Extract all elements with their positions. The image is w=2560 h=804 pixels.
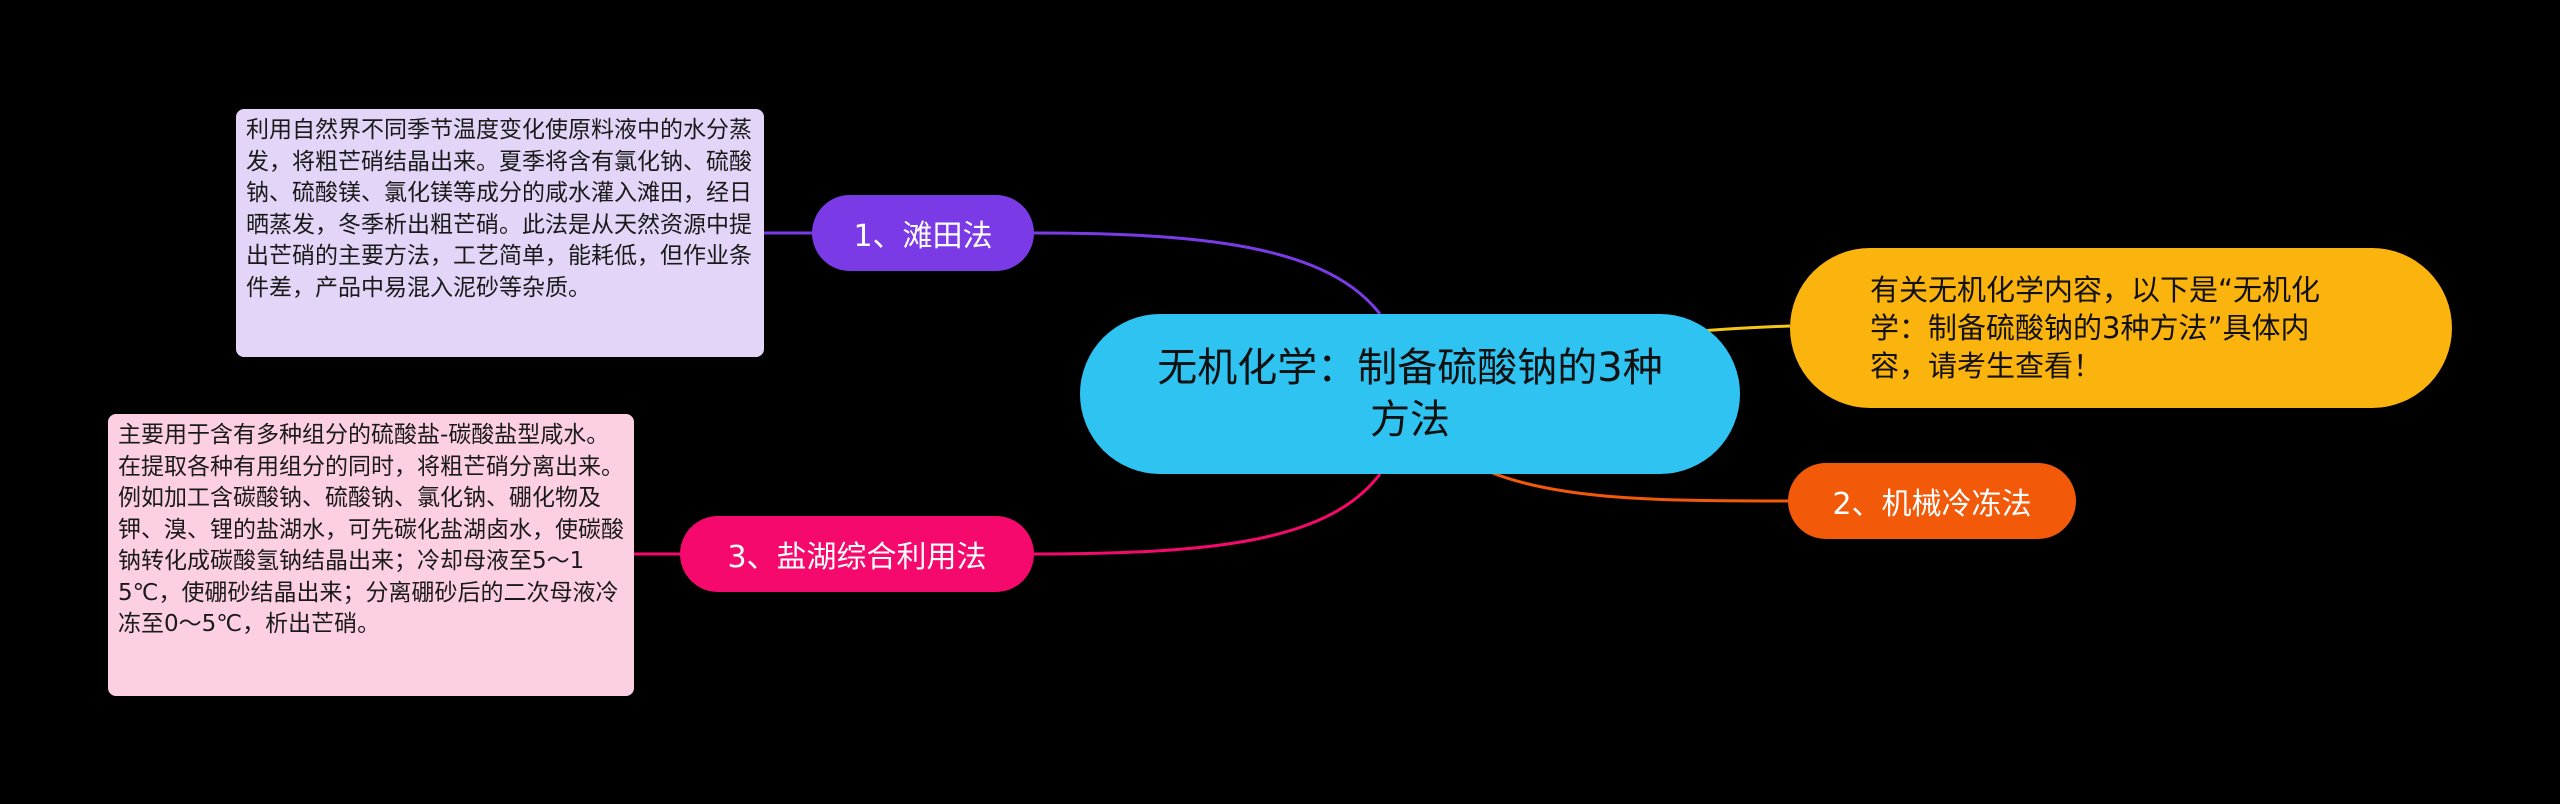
branch-label-mechanical-freezing: 2、机械冷冻法 <box>1832 487 2032 522</box>
central-topic-node[interactable]: 无机化学：制备硫酸钠的3种方法 <box>1080 314 1740 474</box>
note-salt-lake-text: 主要用于含有多种组分的硫酸盐-碳酸盐型咸水。在提取各种有用组分的同时，将粗芒硝分… <box>118 422 624 637</box>
connector-central-intro <box>1699 324 1791 333</box>
note-tantian-text: 利用自然界不同季节温度变化使原料液中的水分蒸发，将粗芒硝结晶出来。夏季将含有氯化… <box>246 117 752 301</box>
branch-node-salt-lake[interactable]: 3、盐湖综合利用法 <box>680 516 1034 592</box>
branch-node-tantian[interactable]: 1、滩田法 <box>812 195 1034 271</box>
branch-label-tantian: 1、滩田法 <box>853 219 993 254</box>
note-salt-lake[interactable]: 主要用于含有多种组分的硫酸盐-碳酸盐型咸水。在提取各种有用组分的同时，将粗芒硝分… <box>108 414 634 696</box>
connector-central-branch1 <box>1033 231 1382 315</box>
branch-label-salt-lake: 3、盐湖综合利用法 <box>727 540 987 575</box>
intro-text: 有关无机化学内容，以下是“无机化学：制备硫酸钠的3种方法”具体内容，请考生查看！ <box>1870 273 2321 383</box>
connector-central-branch2 <box>1489 470 1789 503</box>
connector-central-branch3 <box>1033 473 1382 556</box>
intro-node[interactable]: 有关无机化学内容，以下是“无机化学：制备硫酸钠的3种方法”具体内容，请考生查看！ <box>1790 248 2452 408</box>
branch-node-mechanical-freezing[interactable]: 2、机械冷冻法 <box>1788 463 2076 539</box>
note-tantian[interactable]: 利用自然界不同季节温度变化使原料液中的水分蒸发，将粗芒硝结晶出来。夏季将含有氯化… <box>236 109 764 357</box>
central-topic-label: 无机化学：制备硫酸钠的3种方法 <box>1157 345 1663 443</box>
